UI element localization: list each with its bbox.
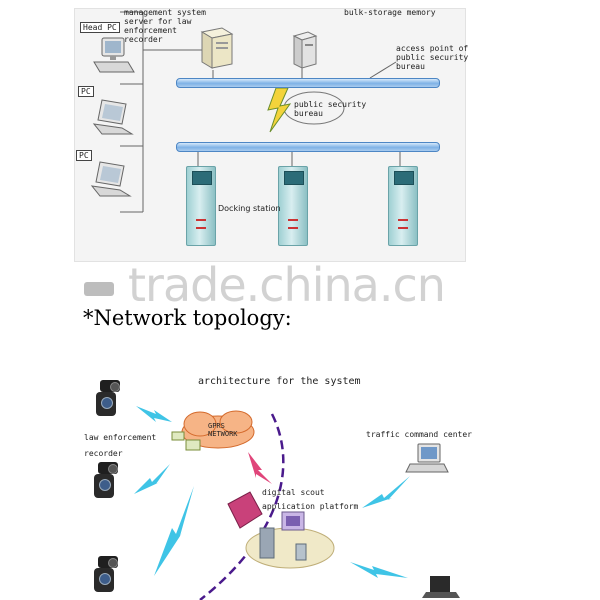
docking-kiosk-2 — [278, 166, 308, 246]
lightning-icon — [267, 87, 292, 133]
lower-network-bus — [176, 142, 440, 152]
digital-scout-label: digital scout application platform — [262, 488, 359, 511]
watermark: trade.china.cn — [128, 258, 446, 312]
gprs-network-label: GPRS NETWORK — [208, 422, 238, 438]
traffic-computer-icon — [405, 443, 449, 473]
storage-icon — [292, 31, 318, 69]
laptop-icon-2 — [90, 161, 132, 197]
upper-network-bus — [176, 78, 440, 88]
wireless-link-icon — [350, 562, 408, 578]
head-pc-label: Head PC — [80, 22, 120, 33]
gprs-cloud-icon — [171, 410, 255, 451]
laptop-icon-1 — [92, 99, 134, 135]
bulk-storage-label: bulk-storage memory — [344, 8, 436, 17]
pc-label-2: PC — [76, 150, 92, 161]
docking-kiosk-3 — [388, 166, 418, 246]
platform-server-icon — [259, 527, 275, 559]
wireless-link-icon — [134, 464, 170, 494]
bureau-label: public security bureau — [294, 100, 367, 118]
section-title: *Network topology: — [83, 306, 292, 330]
wireless-link-icon — [248, 452, 272, 484]
wireless-link-icon — [154, 486, 194, 576]
recorder-icon-2 — [94, 462, 120, 498]
platform-disc — [245, 527, 335, 569]
architecture-heading: architecture for the system — [198, 376, 361, 387]
docking-kiosk-1 — [186, 166, 216, 246]
access-point-label: access point of public security bureau — [396, 44, 469, 71]
document-icon — [227, 491, 263, 529]
traffic-center-label: traffic command center — [366, 430, 472, 439]
docking-station-label: Docking station — [218, 204, 281, 213]
laptop-icon — [422, 576, 460, 598]
recorder-icon-3 — [94, 556, 120, 592]
platform-tower-icon — [295, 543, 307, 561]
management-server-icon — [200, 27, 234, 69]
wireless-link-icon — [362, 476, 410, 508]
management-server-label: management system server for law enforce… — [124, 8, 206, 44]
wireless-link-icon — [136, 406, 172, 422]
head-pc-icon — [93, 37, 135, 73]
watermark-smudge — [84, 282, 114, 296]
pc-label-1: PC — [78, 86, 94, 97]
recorder-icon-1 — [96, 380, 122, 416]
recorder-label: law enforcement recorder — [84, 433, 157, 458]
